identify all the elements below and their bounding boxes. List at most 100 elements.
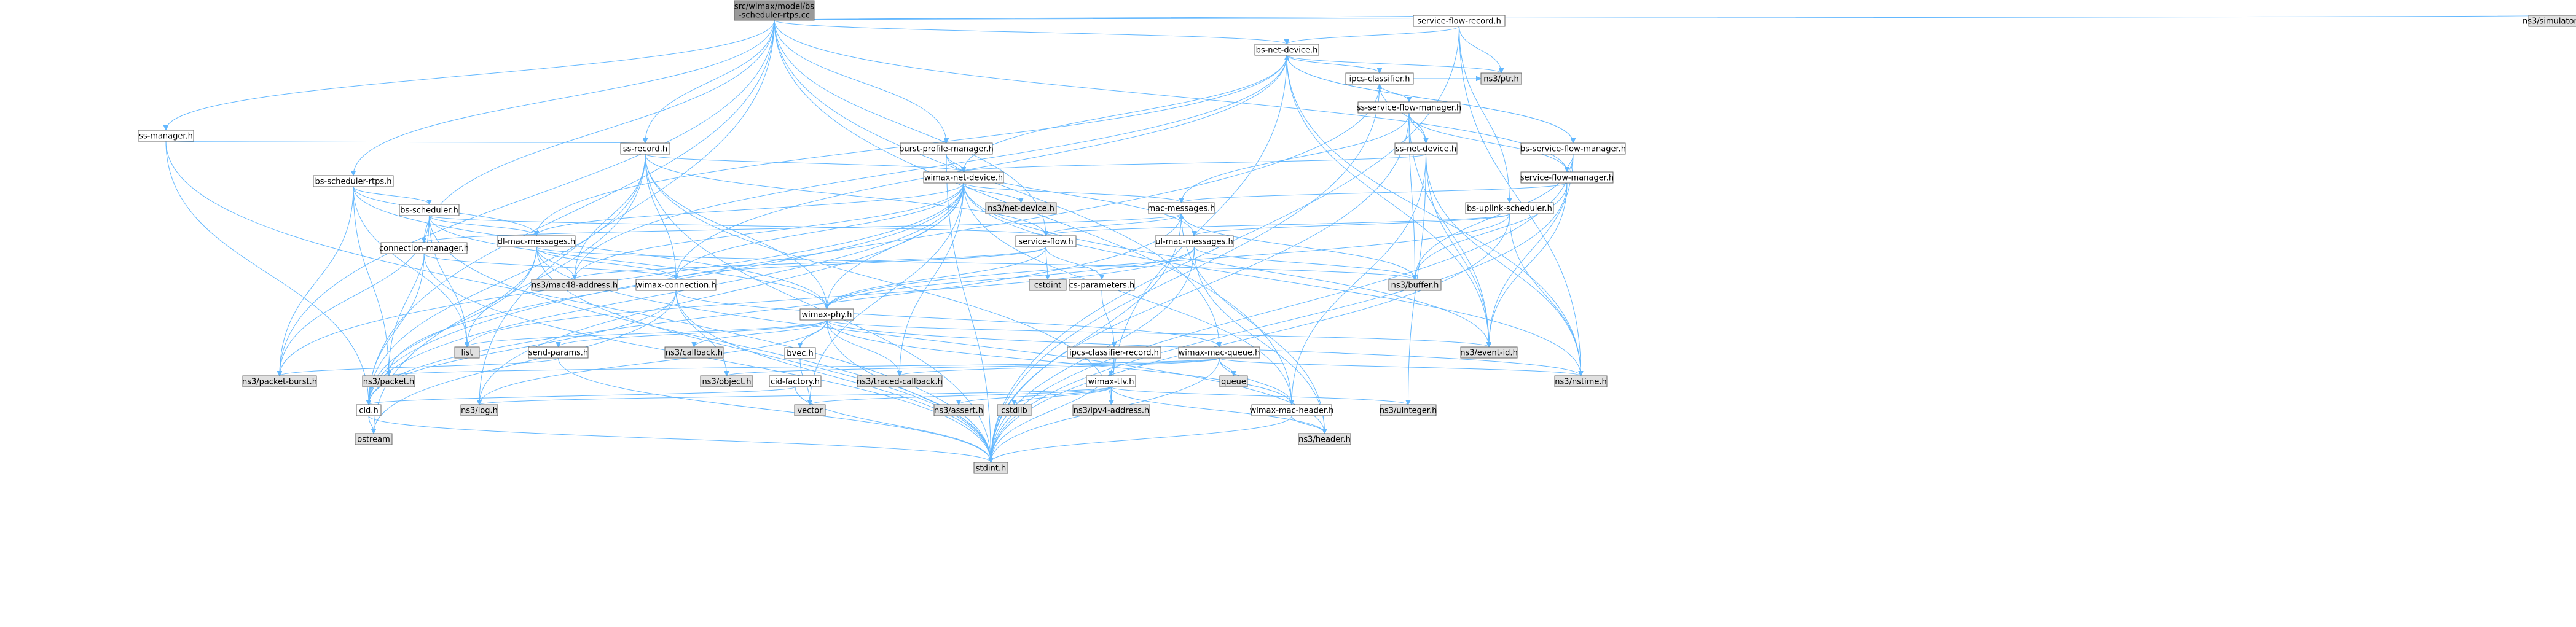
node-box bbox=[933, 404, 984, 416]
header-file-node[interactable]: bs-net-device.h bbox=[1254, 44, 1319, 56]
header-file-node[interactable]: cid.h bbox=[356, 404, 382, 416]
header-file-node[interactable]: ss-service-flow-manager.h bbox=[1357, 101, 1462, 114]
dependency-edge bbox=[369, 386, 796, 405]
dependency-edge bbox=[1182, 182, 1568, 203]
external-header-node: ns3/packet-burst.h bbox=[242, 375, 317, 387]
dependency-edge bbox=[963, 182, 1292, 405]
dependency-edge bbox=[374, 290, 677, 434]
node-label: cid-factory.h bbox=[771, 378, 820, 387]
dependency-edge bbox=[964, 154, 1426, 173]
header-file-node[interactable]: cs-parameters.h bbox=[1069, 279, 1135, 291]
header-file-node[interactable]: bs-scheduler.h bbox=[399, 204, 460, 216]
dependency-edge bbox=[676, 55, 1287, 279]
external-header-node: cstdint bbox=[1029, 279, 1067, 291]
dependency-edge bbox=[1219, 357, 1581, 376]
dependency-edge bbox=[774, 20, 1567, 172]
header-file-node[interactable]: ss-net-device.h bbox=[1394, 142, 1458, 155]
node-label: ipcs-classifier.h bbox=[1349, 75, 1410, 84]
header-file-node[interactable]: bs-service-flow-manager.h bbox=[1520, 142, 1626, 155]
dependency-edge bbox=[1489, 154, 1574, 347]
external-header-node: ns3/traced-callback.h bbox=[857, 375, 943, 387]
header-file-node[interactable]: mac-messages.h bbox=[1147, 202, 1215, 214]
header-file-node[interactable]: wimax-net-device.h bbox=[923, 171, 1004, 184]
node-label: wimax-net-device.h bbox=[924, 174, 1003, 183]
header-file-node[interactable]: cid-factory.h bbox=[769, 375, 822, 387]
header-file-node[interactable]: ipcs-classifier-record.h bbox=[1067, 346, 1161, 359]
dependency-edge bbox=[1045, 246, 1102, 280]
dependency-edge bbox=[827, 319, 991, 462]
dependency-edge bbox=[1110, 386, 1408, 405]
node-label: ns3/traced-callback.h bbox=[857, 378, 943, 387]
nodes-layer: src/wimax/model/bs-scheduler-rtps.cc serv… bbox=[138, 0, 2576, 474]
dependency-edge bbox=[1286, 55, 1489, 347]
node-box bbox=[1554, 375, 1608, 387]
dependency-edge bbox=[827, 246, 1046, 309]
node-box bbox=[1086, 375, 1136, 387]
node-label: send-params.h bbox=[528, 349, 588, 358]
dependency-edge bbox=[389, 357, 1220, 376]
node-box bbox=[1298, 433, 1351, 445]
header-file-node[interactable]: ss-manager.h bbox=[138, 130, 194, 142]
header-file-node[interactable]: connection-manager.h bbox=[379, 242, 469, 254]
dependency-edge bbox=[353, 186, 389, 376]
dependency-edge bbox=[1509, 213, 1581, 376]
header-file-node[interactable]: ipcs-classifier.h bbox=[1345, 72, 1414, 85]
external-header-node: vector bbox=[794, 404, 826, 416]
header-file-node[interactable]: wimax-tlv.h bbox=[1086, 375, 1136, 387]
header-file-node[interactable]: ul-mac-messages.h bbox=[1155, 235, 1234, 247]
header-file-node[interactable]: bs-scheduler-rtps.h bbox=[313, 175, 394, 187]
node-label: dl-mac-messages.h bbox=[498, 238, 576, 247]
node-label: bs-uplink-scheduler.h bbox=[1467, 204, 1552, 214]
header-file-node[interactable]: service-flow.h bbox=[1015, 235, 1077, 247]
dependency-edge bbox=[467, 246, 1195, 347]
node-box bbox=[380, 242, 468, 254]
dependency-edge bbox=[1286, 55, 1380, 74]
dependency-edge bbox=[429, 215, 1046, 236]
root-file-node[interactable]: src/wimax/model/bs-scheduler-rtps.cc bbox=[734, 0, 815, 21]
node-label: ns3/callback.h bbox=[666, 349, 723, 358]
external-header-node: ns3/callback.h bbox=[664, 346, 724, 359]
dependency-edge bbox=[675, 290, 1219, 348]
header-file-node[interactable]: service-flow-record.h bbox=[1413, 15, 1506, 27]
header-file-node[interactable]: bvec.h bbox=[784, 347, 816, 359]
node-box bbox=[242, 375, 317, 387]
header-file-node[interactable]: wimax-phy.h bbox=[799, 308, 854, 321]
dependency-edge bbox=[645, 154, 1046, 236]
dependency-edge bbox=[1459, 26, 1581, 376]
header-file-node[interactable]: service-flow-manager.h bbox=[1520, 171, 1614, 184]
dependency-edge bbox=[963, 182, 1021, 203]
node-label: queue bbox=[1221, 378, 1246, 387]
dependency-edge bbox=[467, 246, 537, 347]
header-file-node[interactable]: dl-mac-messages.h bbox=[497, 235, 576, 247]
node-box bbox=[2528, 15, 2576, 27]
header-file-node[interactable]: send-params.h bbox=[528, 346, 589, 359]
edges-layer bbox=[166, 15, 2553, 463]
node-label: wimax-phy.h bbox=[802, 311, 852, 320]
node-label: ostream bbox=[357, 435, 390, 445]
header-file-node[interactable]: wimax-mac-queue.h bbox=[1178, 346, 1260, 359]
node-label: wimax-tlv.h bbox=[1088, 378, 1134, 387]
node-label: ns3/assert.h bbox=[934, 407, 983, 416]
node-box bbox=[1178, 346, 1260, 359]
external-header-node: ns3/event-id.h bbox=[1460, 346, 1518, 359]
dependency-edge bbox=[1459, 26, 1502, 73]
header-file-node[interactable]: wimax-mac-header.h bbox=[1250, 404, 1334, 416]
node-label: ss-record.h bbox=[623, 145, 667, 154]
node-box bbox=[313, 175, 394, 187]
external-header-node: ns3/net-device.h bbox=[985, 202, 1057, 214]
dependency-edge bbox=[559, 319, 827, 348]
header-file-node[interactable]: burst-profile-manager.h bbox=[899, 142, 994, 155]
node-label: ns3/ipv4-address.h bbox=[1074, 407, 1150, 416]
header-file-node[interactable]: bs-uplink-scheduler.h bbox=[1465, 202, 1554, 214]
header-file-node[interactable]: wimax-connection.h bbox=[635, 279, 717, 291]
dependency-edge bbox=[1101, 290, 1114, 347]
node-label: cid.h bbox=[359, 407, 378, 416]
header-file-node[interactable]: ss-record.h bbox=[620, 142, 670, 155]
dependency-edge bbox=[946, 154, 964, 173]
node-label: ns3/nstime.h bbox=[1555, 378, 1606, 387]
node-box bbox=[454, 346, 480, 359]
dependency-edge bbox=[429, 215, 537, 236]
node-label: ipcs-classifier-record.h bbox=[1069, 349, 1159, 358]
dependency-edge bbox=[645, 154, 964, 173]
